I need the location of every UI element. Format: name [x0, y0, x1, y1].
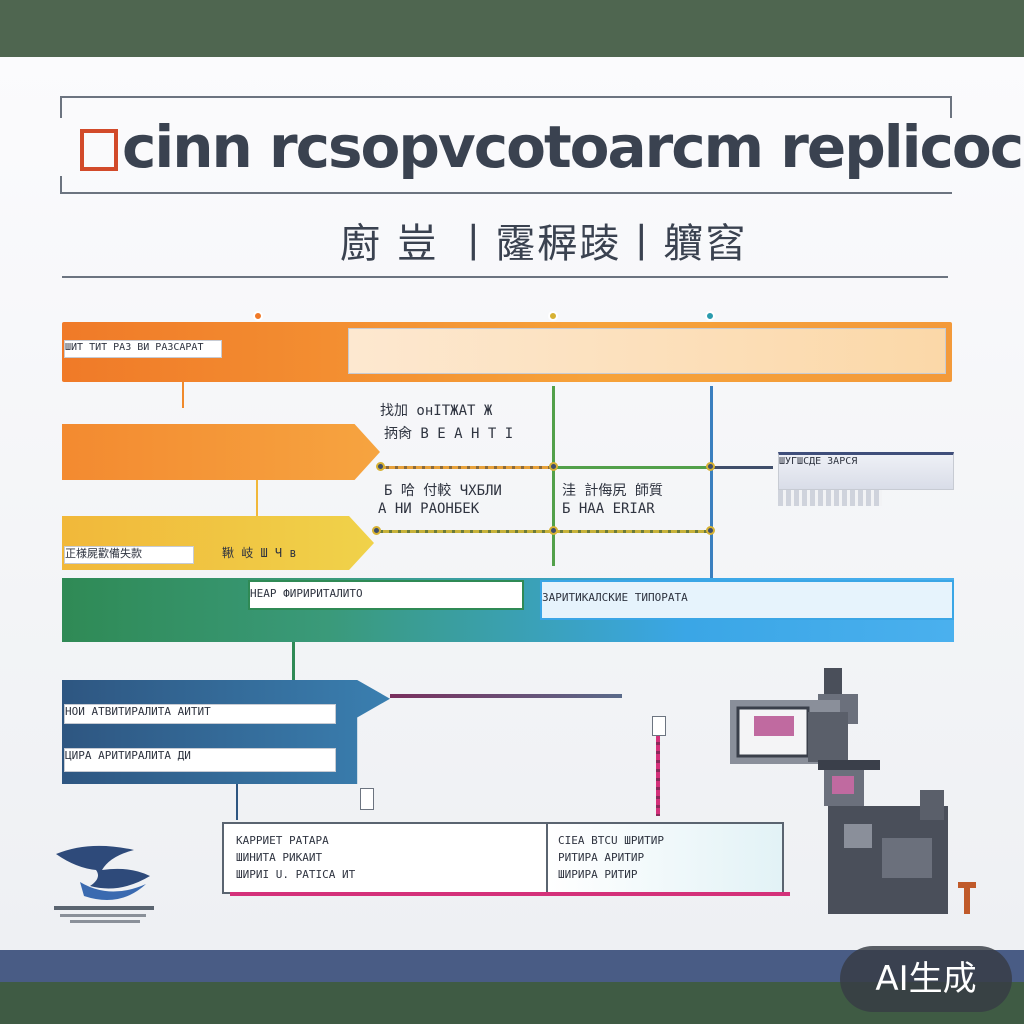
page-subtitle: 廚 豈 丨霳稺踜丨軉窞	[340, 221, 748, 267]
green-band-label: НЕАР ФИРИРИТАЛИТО	[248, 580, 524, 610]
node-blue-2	[706, 526, 715, 535]
small-tag-icon-2	[360, 788, 374, 810]
magenta-connector-v	[656, 736, 660, 816]
building-illustration	[730, 668, 948, 914]
bird-logo-icon	[54, 845, 154, 923]
bottom-right-line-3: ШИРИРА РИТИР	[558, 868, 638, 881]
green-connector-h	[555, 466, 711, 469]
right-info-box: ШУГШСДЕ ЗАРСЯ	[778, 452, 954, 490]
timeline-dot-3	[705, 311, 715, 321]
label-yellow-left: 正様屍歡備失款	[64, 546, 194, 564]
yellow-connector-h	[374, 530, 710, 533]
node-green	[549, 462, 558, 471]
navy-connector-v	[236, 784, 238, 820]
subtitle-rule	[62, 276, 948, 278]
bottom-right-line-2: РИТИРА АРИТИР	[558, 851, 645, 864]
label-orange-2: 抦肏 B E A H T I R	[384, 426, 520, 442]
header-bottom-rule	[60, 192, 952, 194]
node-green-2	[549, 526, 558, 535]
bottom-left-line-1: КАРРИЕТ РАТАРА	[236, 834, 329, 847]
top-band	[0, 0, 1024, 57]
header-top-rule	[60, 96, 952, 98]
label-yellow-small: 鞦 岐 Ш Ч в	[222, 546, 297, 560]
orange-arrow-block	[62, 424, 380, 480]
magenta-baseline	[230, 892, 790, 896]
small-tag-icon	[652, 716, 666, 736]
bottom-left-line-2: ШИНИТА РИКАИТ	[236, 851, 323, 864]
header-left-foot	[60, 176, 62, 194]
bottom-box-left: КАРРИЕТ РАТАРА ШИНИТА РИКАИТ ШИРИI U. PА…	[222, 822, 548, 894]
orange-header-label-left: ШИТ ТИТ РАЗ ВИ РАЗСАРАТ	[64, 340, 222, 358]
right-info-sub	[778, 490, 882, 506]
navy-label-2: ЦИРА АРИТИРАЛИТА ДИ	[64, 748, 336, 772]
connector-orange	[182, 382, 184, 408]
navy-label-1: НОИ АТВИТИРАЛИТА АИТИТ	[64, 704, 336, 724]
header-right-edge	[950, 96, 952, 118]
timeline-dot-2	[548, 311, 558, 321]
title-text: cinn rcsopvcotoarcm replicoc	[122, 113, 1024, 181]
label-yellow-2: A НИ РAOНБEK	[378, 501, 480, 517]
orange-connector-h	[380, 466, 710, 469]
node-yellow	[372, 526, 381, 535]
navy-connector-h	[390, 694, 622, 698]
page-title: cinn rcsopvcotoarcm replicoc	[80, 112, 1024, 182]
label-green-1: 洼 計侮尻 師質	[562, 483, 663, 499]
node-orange	[376, 462, 385, 471]
timeline-dot-1	[253, 311, 263, 321]
connector-mid	[256, 480, 258, 520]
node-blue	[706, 462, 715, 471]
label-orange-1: 找加 онІТЖАТ Ж	[380, 403, 493, 419]
band-connector-v	[292, 642, 295, 680]
connector-blue-v	[710, 386, 713, 578]
pin-icon	[958, 882, 976, 914]
label-green-2: Б НАА ЕRIAR	[562, 501, 655, 517]
orange-header-label-right	[348, 328, 946, 374]
ai-generated-badge: AI生成	[840, 946, 1012, 1012]
bottom-box-right: CIEA ВTCU ШРИТИР РИТИРА АРИТИР ШИРИРА РИ…	[546, 822, 784, 894]
label-yellow-1: Б 哈 付較 ЧХБЛИ	[384, 483, 502, 499]
bottom-left-line-3: ШИРИI U. PАTICА ИТ	[236, 868, 356, 881]
connector-green-v	[552, 386, 555, 566]
title-box-icon	[80, 129, 118, 171]
header-left-edge	[60, 96, 62, 118]
navy-arrow-h	[713, 466, 773, 469]
blue-band-label: ЗАРИТИКАЛСКИЕ ТИПОРАТА	[540, 580, 954, 620]
bottom-right-line-1: CIEA ВTCU ШРИТИР	[558, 834, 664, 847]
